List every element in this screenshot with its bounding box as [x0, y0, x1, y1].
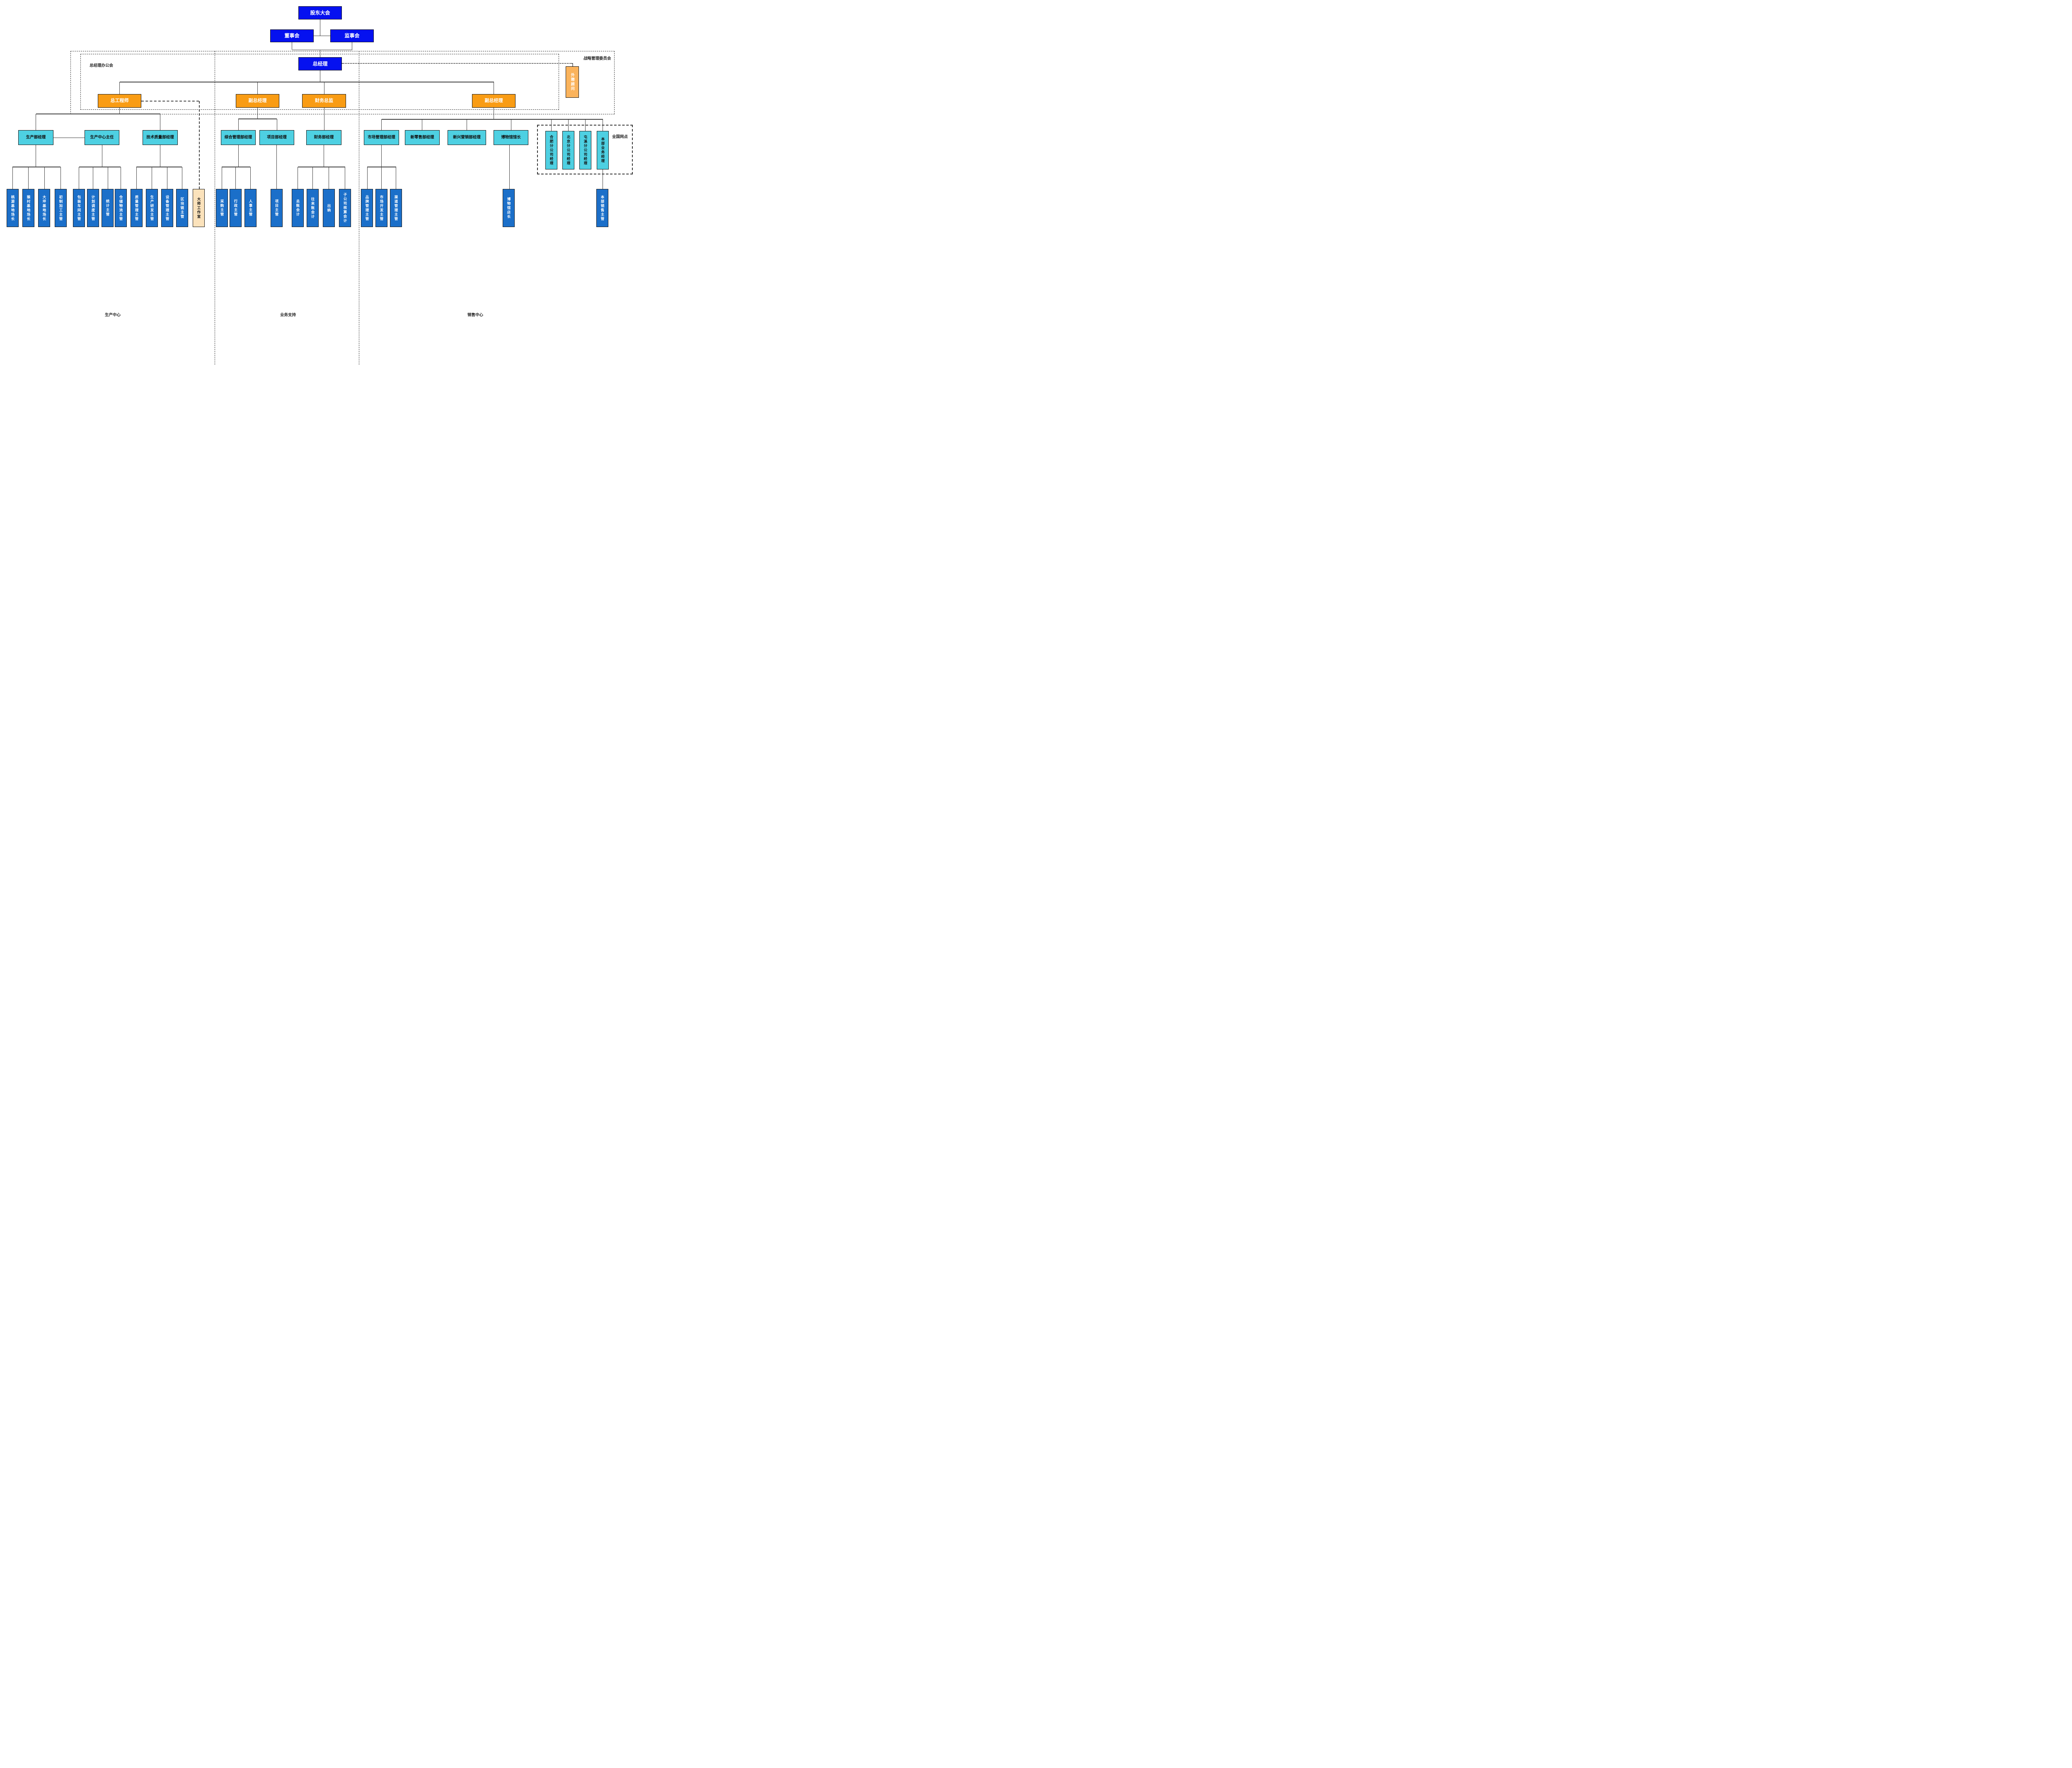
org-node-blockchain-supervisor: 区块链主管	[176, 189, 188, 227]
connector-15	[141, 101, 199, 102]
org-node-hq-sales-supervisor: 本部销售主管	[596, 189, 608, 227]
org-node-project-supervisor: 项目主管	[271, 189, 283, 227]
org-node-statistics-supervisor: 统计主管	[102, 189, 114, 227]
connector-13	[342, 63, 572, 64]
org-node-admin-supervisor: 行政主管	[230, 189, 242, 227]
org-node-market-dev-supervisor: 市场开发主管	[375, 189, 387, 227]
org-node-finance-director: 财务总监	[302, 94, 346, 108]
org-node-hr-supervisor: 人事主管	[244, 189, 257, 227]
org-node-board-of-directors: 董事会	[270, 29, 314, 42]
org-node-shareholders-meeting: 股东大会	[298, 6, 342, 19]
connector-24	[238, 119, 239, 130]
connector-16	[198, 101, 200, 189]
connector-35	[585, 119, 586, 131]
org-node-taoyuan-base-head: 桃源基地场长	[7, 189, 19, 227]
org-node-warehouse-logistics-supervisor: 仓储物流主管	[115, 189, 127, 227]
org-node-emerging-marketing-dept-manager: 新兴营销部经理	[448, 130, 486, 145]
connector-72	[509, 145, 510, 189]
connector-59	[250, 167, 251, 189]
org-node-cashier: 出纳	[323, 189, 335, 227]
org-chart-canvas: 股东大会董事会监事会总经理外聘顾问总工程师副总经理财务总监副总经理生产部经理生产…	[0, 0, 641, 367]
connector-28	[381, 119, 603, 120]
org-node-primary-processing-supervisor: 初制加工主管	[55, 189, 67, 227]
org-node-market-mgmt-dept-manager: 市场管理部经理	[364, 130, 399, 145]
connector-14	[572, 63, 573, 67]
region-national-network	[537, 125, 633, 174]
org-node-production-dept-manager: 生产部经理	[18, 130, 53, 145]
org-node-subsidiary-accounting-accountant: 子公司核算会计	[339, 189, 351, 227]
org-node-supervisory-board: 监事会	[330, 29, 374, 42]
connector-39	[12, 167, 13, 189]
org-node-packaging-workshop-supervisor: 包装车间主管	[73, 189, 85, 227]
org-node-chief-engineer: 总工程师	[98, 94, 141, 108]
org-node-hefei-branch-manager: 合肥分公司经理	[545, 131, 557, 169]
label-production-center: 生产中心	[104, 313, 121, 317]
org-node-new-retail-dept-manager: 新零售部经理	[405, 130, 440, 145]
org-node-daping-base-head: 大坪基地场长	[38, 189, 50, 227]
org-node-beijing-branch-manager: 北京分公司经理	[562, 131, 574, 169]
connector-9	[119, 82, 120, 94]
org-node-museum-store-manager: 博物馆店长	[503, 189, 515, 227]
connector-29	[381, 119, 382, 130]
connector-33	[551, 119, 552, 131]
connector-58	[235, 167, 236, 189]
region-strategy-committee	[70, 51, 615, 114]
org-node-brand-mgmt-supervisor: 品牌管理主管	[361, 189, 373, 227]
connector-69	[367, 167, 368, 189]
org-node-production-rd-supervisor: 生产研发主管	[146, 189, 158, 227]
org-node-museum-director: 博物馆馆长	[494, 130, 528, 145]
org-node-master-studio: 大师工作室	[193, 189, 205, 227]
org-node-channel-mgmt-supervisor: 渠道管理主管	[390, 189, 402, 227]
label-strategy-committee: 战略管理委员会	[583, 56, 611, 61]
org-node-houcun-base-head: 猴村基地场长	[22, 189, 34, 227]
connector-34	[568, 119, 569, 131]
label-sales-center: 销售中心	[467, 313, 484, 317]
label-national-network: 全国网点	[612, 135, 628, 139]
org-node-quality-mgmt-supervisor: 质量管理主管	[131, 189, 143, 227]
connector-67	[381, 145, 382, 167]
connector-40	[28, 167, 29, 189]
connector-22	[257, 108, 258, 119]
connector-51	[136, 167, 137, 189]
org-node-deputy-general-manager-1: 副总经理	[236, 94, 279, 108]
org-node-planning-dispatch-supervisor: 计划调度主管	[87, 189, 99, 227]
connector-17	[119, 108, 120, 114]
org-node-finance-dept-manager: 财务部经理	[306, 130, 341, 145]
connector-10	[257, 82, 258, 94]
org-node-general-admin-dept-manager: 综合管理部经理	[221, 130, 256, 145]
org-node-tunxi-branch-manager: 屯溪分公司经理	[579, 131, 591, 169]
org-node-general-ledger-accountant: 总账会计	[292, 189, 304, 227]
org-node-project-dept-manager: 项目部经理	[259, 130, 294, 145]
org-node-equipment-mgmt-supervisor: 设备管理主管	[161, 189, 173, 227]
connector-70	[381, 167, 382, 189]
org-node-receivables-accountant: 往来账会计	[307, 189, 319, 227]
org-node-external-advisor: 外聘顾问	[566, 66, 579, 98]
org-node-production-center-director: 生产中心主任	[85, 130, 119, 145]
org-node-procurement-supervisor: 采购主管	[216, 189, 228, 227]
org-node-hq-business-manager: 本部业务经理	[597, 131, 609, 169]
label-business-support: 业务支持	[280, 313, 296, 317]
connector-41	[44, 167, 45, 189]
connector-64	[312, 167, 313, 189]
connector-60	[276, 145, 277, 189]
connector-55	[238, 145, 239, 167]
org-node-tech-quality-dept-manager: 技术质量部经理	[143, 130, 178, 145]
label-gm-office-meeting: 总经理办公会	[90, 63, 114, 68]
org-node-general-manager: 总经理	[298, 57, 342, 70]
org-node-deputy-general-manager-2: 副总经理	[472, 94, 516, 108]
